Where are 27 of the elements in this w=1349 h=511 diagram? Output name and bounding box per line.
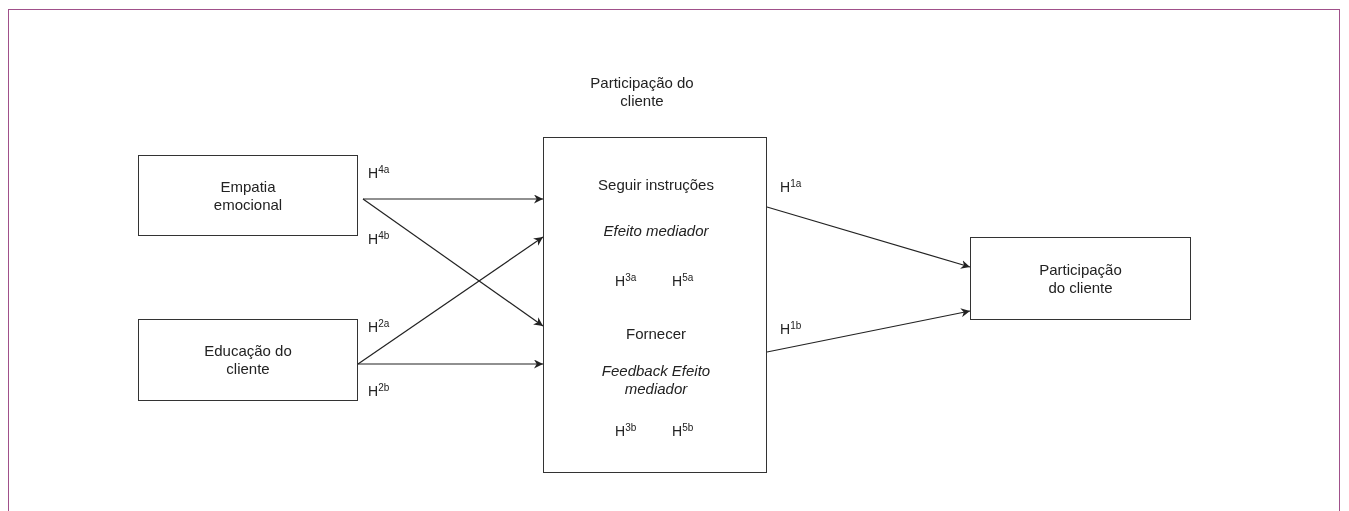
edge-label: H$^{4a}$ — [368, 164, 390, 182]
edge-label: H$^{1a}$ — [780, 178, 802, 196]
box-heading: Participação do cliente — [589, 74, 695, 110]
box-text: Feedback Efeito mediador — [600, 362, 712, 398]
arrow — [362, 198, 544, 327]
box-text: Fornecer — [625, 325, 687, 343]
box-text: Seguir instruções — [597, 176, 715, 194]
box-text: Educação do cliente — [203, 342, 293, 378]
box-text: Efeito mediador — [602, 222, 710, 240]
arrow — [766, 206, 971, 269]
hypothesis-label: H$^{3a}$ — [615, 272, 637, 290]
arrow — [357, 236, 544, 365]
concept-box — [970, 237, 1191, 320]
box-text: Participação do cliente — [1038, 260, 1123, 297]
edge-label: H$^{1b}$ — [780, 320, 802, 338]
box-text: Empatia emocional — [212, 177, 284, 214]
hypothesis-label: H$^{5b}$ — [672, 422, 694, 440]
arrow — [357, 359, 544, 369]
concept-box — [138, 319, 358, 401]
edge-label: H$^{2a}$ — [368, 318, 390, 336]
hypothesis-label: H$^{3b}$ — [615, 422, 637, 440]
edge-label: H$^{2b}$ — [368, 382, 390, 400]
edge-label: H$^{4b}$ — [368, 230, 390, 248]
hypothesis-label: H$^{5a}$ — [672, 272, 694, 290]
concept-box — [138, 155, 358, 236]
arrow — [766, 308, 971, 353]
arrow — [362, 194, 544, 204]
